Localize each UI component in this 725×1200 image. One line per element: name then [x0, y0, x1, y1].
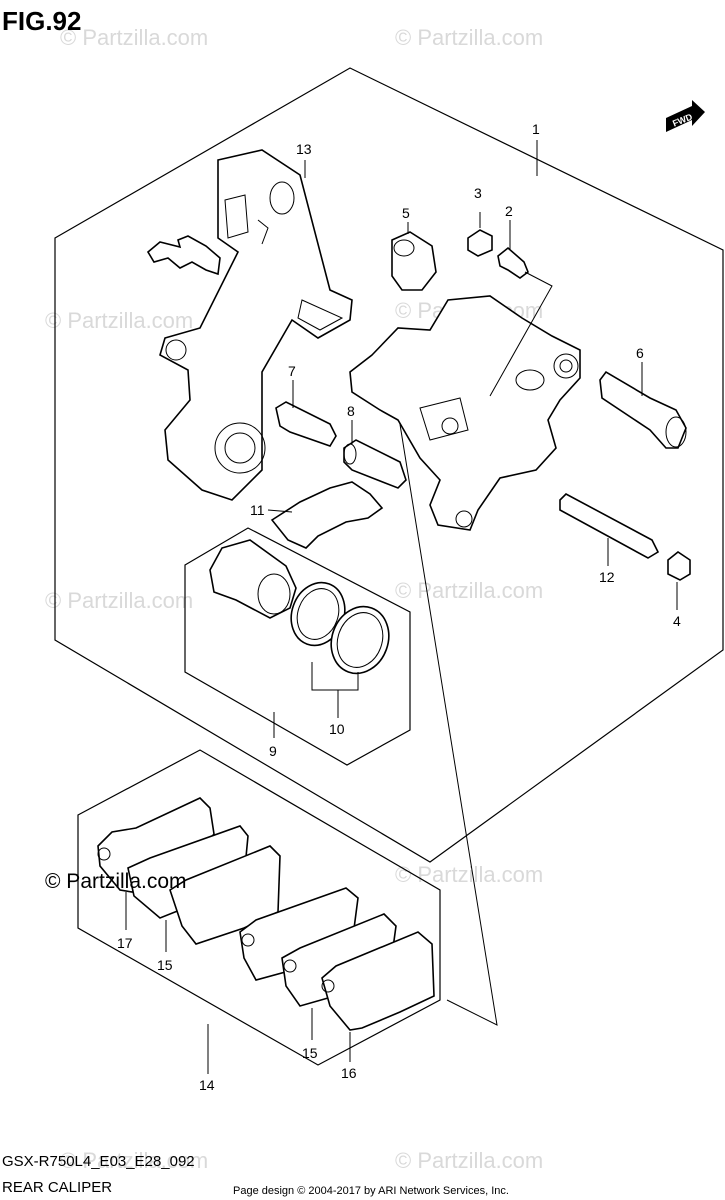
- pad-spring-drawing: [270, 481, 384, 549]
- callout-17: 17: [117, 935, 133, 951]
- leader-line: [489, 271, 553, 397]
- watermark: © Partzilla.com: [395, 862, 543, 887]
- model-code: GSX-R750L4_E03_E28_092: [2, 1153, 195, 1170]
- caliper-assembly-outline: [54, 67, 724, 863]
- credit-text: Page design © 2004-2017 by ARI Network S…: [233, 1185, 509, 1197]
- bolt-drawing: [275, 401, 337, 447]
- pad-shim-inner-drawing: [321, 931, 435, 1031]
- watermark-layer: © Partzilla.com © Partzilla.com © Partzi…: [45, 25, 543, 1173]
- callout-12: 12: [599, 569, 615, 585]
- bleeder-valve-drawing: [497, 246, 529, 279]
- leader-line: [397, 411, 498, 1026]
- caliper-body-drawing: [349, 295, 581, 531]
- piston-kit-outline: [184, 527, 411, 766]
- leader-line: [311, 662, 359, 691]
- brake-pad-set-outline: [77, 749, 441, 1066]
- fwd-label: FWD: [671, 111, 694, 128]
- caliper-bracket-drawing: [159, 149, 353, 501]
- callout-6: 6: [636, 345, 644, 361]
- callout-13: 13: [296, 141, 312, 157]
- callout-8: 8: [347, 403, 355, 419]
- plug-drawing: [667, 551, 691, 581]
- watermark: © Partzilla.com: [45, 588, 193, 613]
- callout-9: 9: [269, 743, 277, 759]
- watermark-dark: © Partzilla.com: [45, 870, 187, 893]
- callout-11: 11: [250, 502, 265, 518]
- callout-15: 15: [157, 957, 173, 973]
- callout-16: 16: [341, 1065, 357, 1081]
- cap-drawing: [467, 229, 493, 257]
- figure-title: FIG.92: [2, 6, 81, 36]
- piston-drawing: [209, 539, 297, 619]
- callout-labels: 1 2 3 4 5 6 7 8 9 10 11 12 13 14 15 15 1…: [117, 121, 681, 1093]
- slide-pin-drawing: [599, 370, 687, 449]
- pad-spring-clip-drawing: [146, 235, 221, 276]
- watermark: © Partzilla.com: [395, 578, 543, 603]
- watermark: © Partzilla.com: [395, 1148, 543, 1173]
- callout-5: 5: [402, 205, 410, 221]
- diagram-name: REAR CALIPER: [2, 1179, 112, 1196]
- callout-10: 10: [329, 721, 345, 737]
- callout-3: 3: [474, 185, 482, 201]
- sleeve-drawing: [343, 439, 407, 489]
- long-pin-drawing: [559, 493, 660, 559]
- callout-14: 14: [199, 1077, 215, 1093]
- watermark: © Partzilla.com: [60, 25, 208, 50]
- watermark: © Partzilla.com: [395, 25, 543, 50]
- watermark: © Partzilla.com: [45, 308, 193, 333]
- leader-line: [267, 509, 293, 513]
- bleeder-cap-drawing: [391, 231, 437, 291]
- callout-15: 15: [302, 1045, 318, 1061]
- callout-1: 1: [532, 121, 540, 137]
- fwd-arrow-icon: FWD: [666, 100, 705, 132]
- callout-7: 7: [288, 363, 296, 379]
- dust-seal-drawing: [330, 605, 390, 675]
- callout-2: 2: [505, 203, 513, 219]
- callout-4: 4: [673, 613, 681, 629]
- watermark: © Partzilla.com: [60, 1148, 208, 1173]
